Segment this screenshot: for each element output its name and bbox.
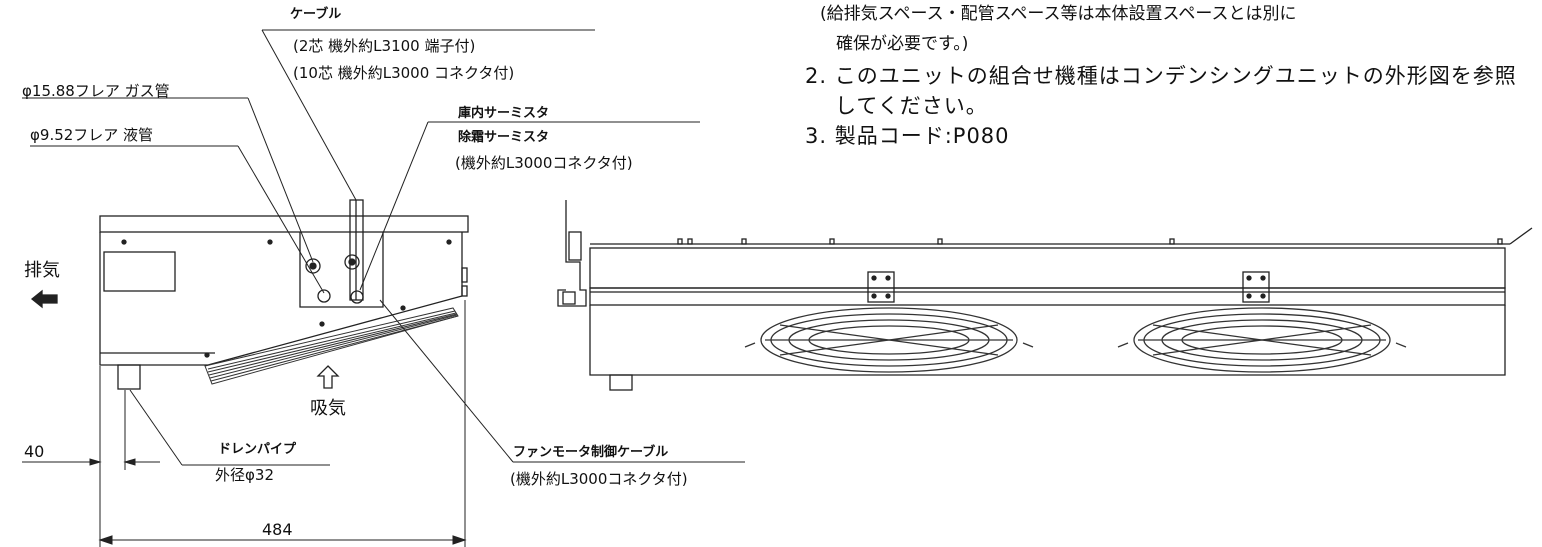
side-fan-grille [204, 307, 459, 385]
defrost-thermistor-label: 除霜サーミスタ [458, 130, 550, 145]
dimension-width: 484 [262, 520, 293, 539]
cable-spec-2core: (2芯 機外約L3100 端子付) [293, 37, 476, 55]
gas-pipe-label: φ15.88フレア ガス管 [22, 82, 170, 100]
note1-tail-line2: 確保が必要です。) [836, 34, 969, 54]
thermistor-cable-spec: (機外約L3000コネクタ付) [455, 154, 633, 172]
pipe-fitting-lower [317, 289, 331, 303]
front-view [557, 200, 1533, 391]
cable-spec-10core: (10芯 機外約L3000 コネクタ付) [293, 64, 515, 82]
dimension-offset: 40 [24, 442, 45, 461]
fan-motor-cable-label: ファンモータ制御ケーブル [513, 445, 669, 460]
liquid-pipe-label: φ9.52フレア 液管 [30, 126, 154, 144]
drain-pipe-label: ドレンパイプ [218, 442, 297, 457]
hanger-left [867, 271, 895, 303]
exhaust-arrow [30, 289, 58, 309]
piping-panel [299, 232, 384, 308]
fan-guard-left [744, 307, 1034, 373]
left-bracket [557, 200, 587, 307]
note3: 3. 製品コード:P080 [805, 124, 1010, 148]
dimension-lines [22, 300, 467, 547]
front-drain [609, 374, 633, 391]
hanger-right [1242, 271, 1270, 303]
front-rail [589, 287, 1506, 306]
side-view [30, 199, 469, 390]
intake-arrow [316, 365, 340, 389]
exhaust-label: 排気 [24, 260, 60, 281]
side-top-plate [99, 215, 469, 233]
intake-label: 吸気 [310, 398, 346, 419]
fan-guard-right [1117, 307, 1407, 373]
pipe-fitting-right [350, 290, 364, 304]
note2-line1: 2. このユニットの組合せ機種はコンデンシングユニットの外形図を参照 [805, 64, 1517, 88]
fan-motor-cable-spec: (機外約L3000コネクタ付) [510, 470, 688, 488]
leader-lines [22, 29, 745, 466]
note2-line2: してください。 [835, 94, 988, 118]
cable-title: ケーブル [290, 7, 342, 22]
front-body-lower [589, 305, 1506, 376]
note1-tail-line1: (給排気スペース・配管スペース等は本体設置スペースとは別に [820, 4, 1297, 24]
front-body-upper [589, 247, 1506, 289]
drain-pipe [117, 364, 141, 390]
room-thermistor-label: 庫内サーミスタ [458, 106, 550, 121]
nameplate [103, 251, 176, 292]
drain-diameter-label: 外径φ32 [215, 466, 274, 484]
gas-pipe-fitting [305, 258, 321, 274]
liquid-pipe-fitting [344, 254, 360, 270]
